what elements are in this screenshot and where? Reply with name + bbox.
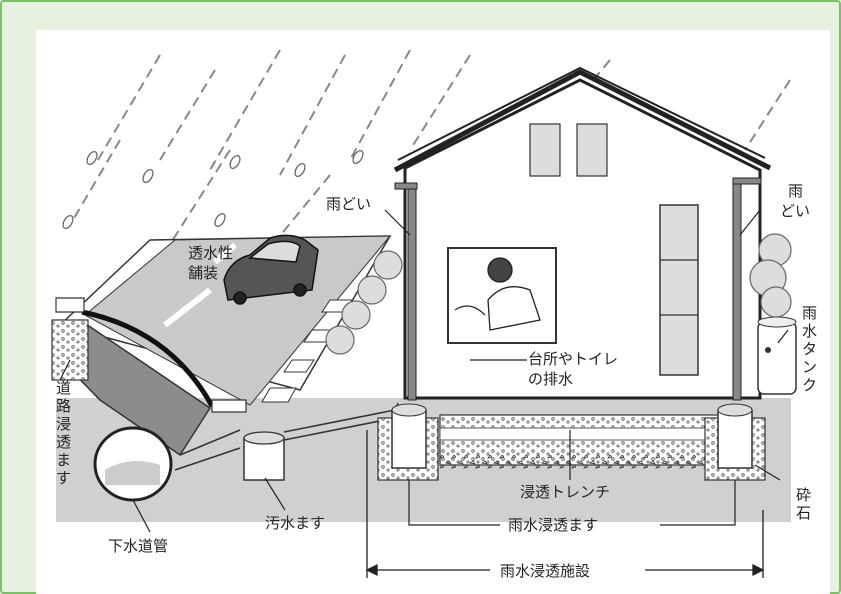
rain-tank — [757, 316, 797, 395]
label-rain-infiltration-facility: 雨水浸透施設 — [500, 562, 590, 580]
label-rain-tank-4: ク — [802, 376, 817, 394]
label-kitchen-toilet-1: 台所やトイレ — [528, 350, 618, 368]
label-sewer-basin: 汚水ます — [265, 514, 325, 532]
car-icon — [223, 234, 319, 305]
label-road-basin-5: す — [56, 469, 71, 487]
label-rain-gutter-right-1: 雨 — [788, 182, 803, 200]
label-permeable-paving-2: 舗装 — [188, 264, 218, 282]
person-icon — [454, 257, 541, 331]
label-kitchen-toilet-2: の排水 — [528, 370, 573, 388]
label-road-basin-1: 路 — [56, 397, 71, 415]
label-rain-tank-3: ン — [802, 358, 817, 376]
label-rain-tank-0: 雨 — [802, 304, 817, 322]
label-sewer-pipe: 下水道管 — [108, 537, 168, 555]
sewer-basin — [243, 431, 285, 481]
label-road-basin-0: 道 — [56, 379, 71, 397]
label-rain-gutter-right-2: どい — [780, 202, 810, 220]
rain-infiltration-basin-right — [704, 403, 766, 481]
label-rain-infiltration-basin: 雨水浸透ます — [508, 516, 598, 534]
rain-gutter-right — [732, 177, 762, 401]
sewer-pipe — [93, 426, 241, 502]
rain-gutter-left — [394, 182, 418, 401]
label-road-basin-2: 浸 — [56, 415, 71, 433]
label-trench: 浸透トレンチ — [520, 483, 610, 501]
facility-dimension — [365, 430, 765, 578]
rain-infiltration-basin-left — [377, 403, 439, 481]
infiltration-trench — [439, 414, 721, 469]
label-permeable-paving-1: 透水性 — [188, 244, 233, 262]
label-gravel-0: 砕 — [796, 486, 811, 504]
tree-icon — [749, 233, 792, 318]
label-gravel-1: 石 — [796, 504, 811, 522]
tree-icon — [325, 250, 403, 355]
label-rain-gutter: 雨どい — [326, 195, 371, 213]
road-infiltration-basin — [51, 319, 89, 381]
label-road-basin-3: 透 — [56, 433, 71, 451]
label-road-basin-4: ま — [56, 451, 71, 469]
labels: 雨どい 透水性 舗装 台所やトイレ の排水 雨 どい 雨 水 タ ン ク 道 路… — [56, 182, 817, 580]
label-rain-tank-1: 水 — [802, 322, 817, 340]
leader-lines — [59, 209, 789, 533]
label-rain-tank-2: タ — [802, 340, 817, 358]
